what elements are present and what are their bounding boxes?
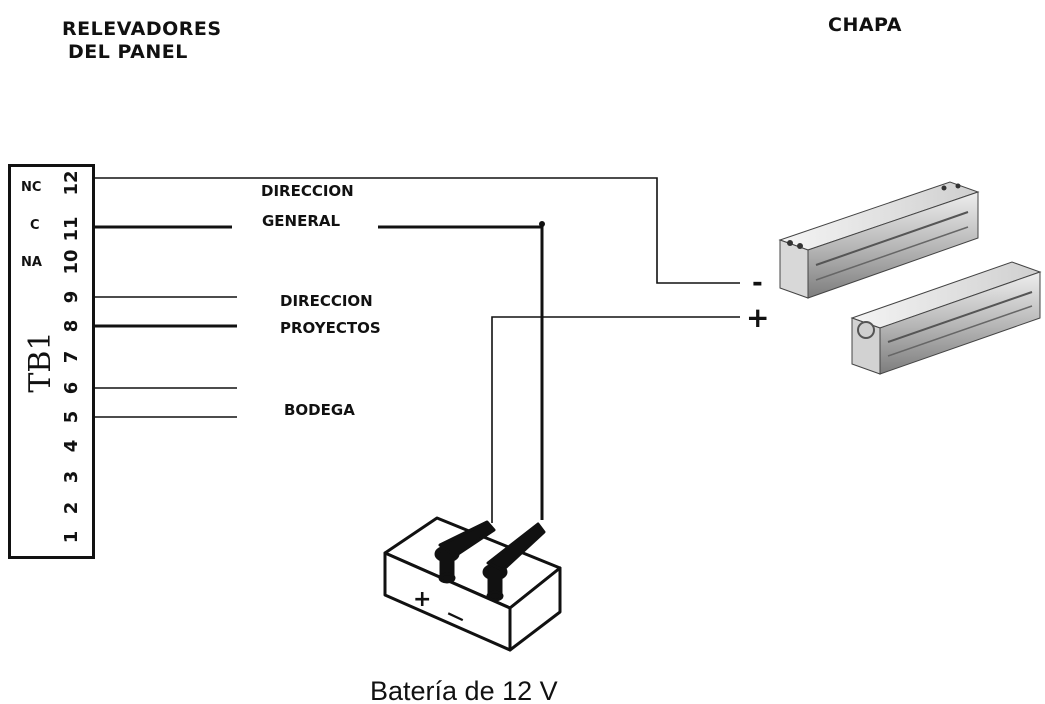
lock-negative-mark: - bbox=[752, 268, 763, 298]
magnetic-lock-icon bbox=[778, 181, 1042, 375]
panel-relays-title: RELEVADORES DEL PANEL bbox=[62, 18, 222, 64]
terminal-block-frame bbox=[8, 164, 95, 559]
pin-number-6: 6 bbox=[61, 382, 82, 395]
wire-lock-positive-to-battery bbox=[491, 316, 740, 523]
wire-nc-to-lock-negative bbox=[93, 177, 740, 284]
contact-c-label: C bbox=[30, 218, 40, 233]
pin-number-11: 11 bbox=[61, 216, 82, 241]
panel-relays-title-line2: DEL PANEL bbox=[68, 41, 188, 63]
wires bbox=[93, 177, 740, 523]
pin-number-4: 4 bbox=[61, 440, 82, 453]
pin-number-12: 12 bbox=[61, 170, 82, 195]
wire-junction bbox=[539, 221, 545, 227]
zone2-label-line1: DIRECCION bbox=[280, 292, 373, 310]
zone3-label: BODEGA bbox=[284, 401, 355, 419]
terminal-block-label: TB1 bbox=[23, 331, 58, 392]
pin-numbers: 12 11 10 9 8 7 6 5 4 3 2 1 bbox=[61, 170, 82, 543]
pin-number-7: 7 bbox=[61, 351, 82, 364]
contact-nc-label: NC bbox=[21, 180, 41, 195]
battery-caption: Batería de 12 V bbox=[370, 676, 558, 704]
pin-number-8: 8 bbox=[61, 320, 82, 333]
terminal-block: TB1 NC C NA 12 11 10 9 8 7 6 5 4 3 2 1 bbox=[8, 164, 95, 559]
lock-positive-mark: + bbox=[746, 301, 769, 334]
pin-number-1: 1 bbox=[61, 531, 82, 544]
zone2-label-line2: PROYECTOS bbox=[280, 319, 381, 337]
panel-relays-title-line1: RELEVADORES bbox=[62, 18, 222, 40]
pin-number-5: 5 bbox=[61, 411, 82, 424]
contact-na-label: NA bbox=[21, 255, 42, 270]
pin-number-2: 2 bbox=[61, 502, 82, 515]
pin-number-9: 9 bbox=[61, 291, 82, 304]
pin-number-10: 10 bbox=[61, 249, 82, 274]
zone-labels: DIRECCION GENERAL DIRECCION PROYECTOS BO… bbox=[261, 182, 381, 419]
battery-icon bbox=[383, 516, 562, 652]
battery-plus-mark: + bbox=[413, 587, 431, 612]
wire-general-to-battery bbox=[378, 225, 544, 520]
zone1-label-line1: DIRECCION bbox=[261, 182, 354, 200]
lock-title: CHAPA bbox=[828, 14, 902, 36]
zone1-label-line2: GENERAL bbox=[262, 212, 341, 230]
pin-number-3: 3 bbox=[61, 471, 82, 484]
